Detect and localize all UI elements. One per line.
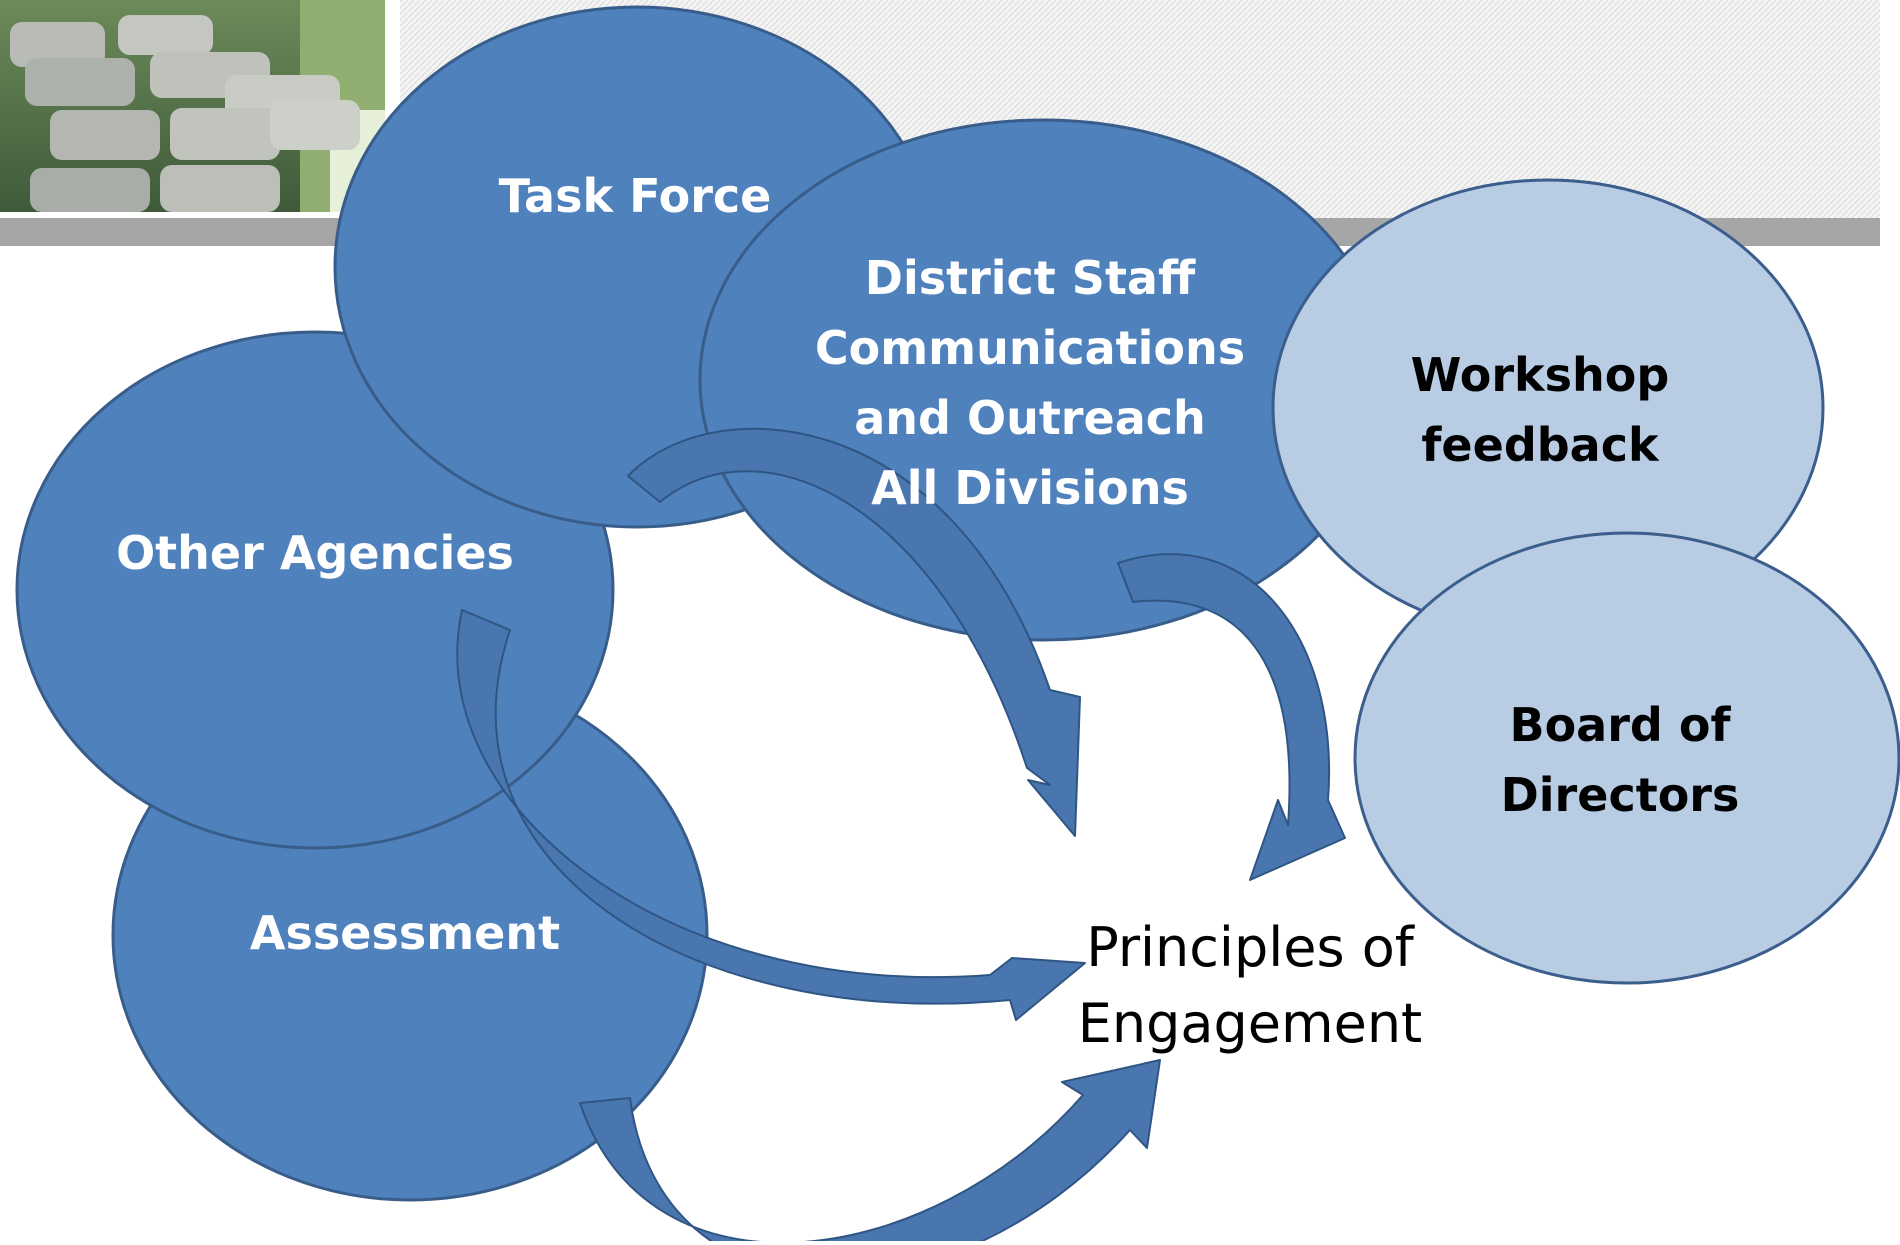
node-board-of-directors — [1353, 531, 1900, 985]
label-line: Communications — [814, 321, 1246, 375]
label-board-of-directors: Board of Directors — [1420, 690, 1820, 830]
label-task-force: Task Force — [400, 168, 870, 226]
label-line: and Outreach — [854, 391, 1206, 445]
label-line: All Divisions — [871, 461, 1189, 515]
stepping-stones-photo-icon — [0, 0, 385, 212]
label-line: Directors — [1500, 768, 1740, 822]
label-line: Workshop — [1410, 348, 1670, 402]
label-line: feedback — [1421, 418, 1659, 472]
label-assessment: Assessment — [180, 905, 630, 963]
label-district-staff: District Staff Communications and Outrea… — [740, 243, 1320, 523]
label-line: Principles of — [1086, 916, 1414, 979]
label-line: Task Force — [498, 169, 772, 223]
label-other-agencies: Other Agencies — [40, 525, 590, 583]
arrow-task-force — [627, 427, 1081, 837]
label-line: Other Agencies — [116, 526, 514, 580]
label-principles-of-engagement: Principles of Engagement — [1030, 910, 1470, 1062]
label-line: Assessment — [249, 906, 561, 960]
label-workshop-feedback: Workshop feedback — [1350, 340, 1730, 480]
label-line: Board of — [1509, 698, 1731, 752]
arrow-district-staff — [1117, 553, 1346, 881]
label-line: District Staff — [864, 251, 1196, 305]
arrow-other-agencies — [456, 609, 1086, 1021]
arrow-assessment — [579, 1059, 1161, 1245]
label-line: Engagement — [1077, 992, 1423, 1055]
